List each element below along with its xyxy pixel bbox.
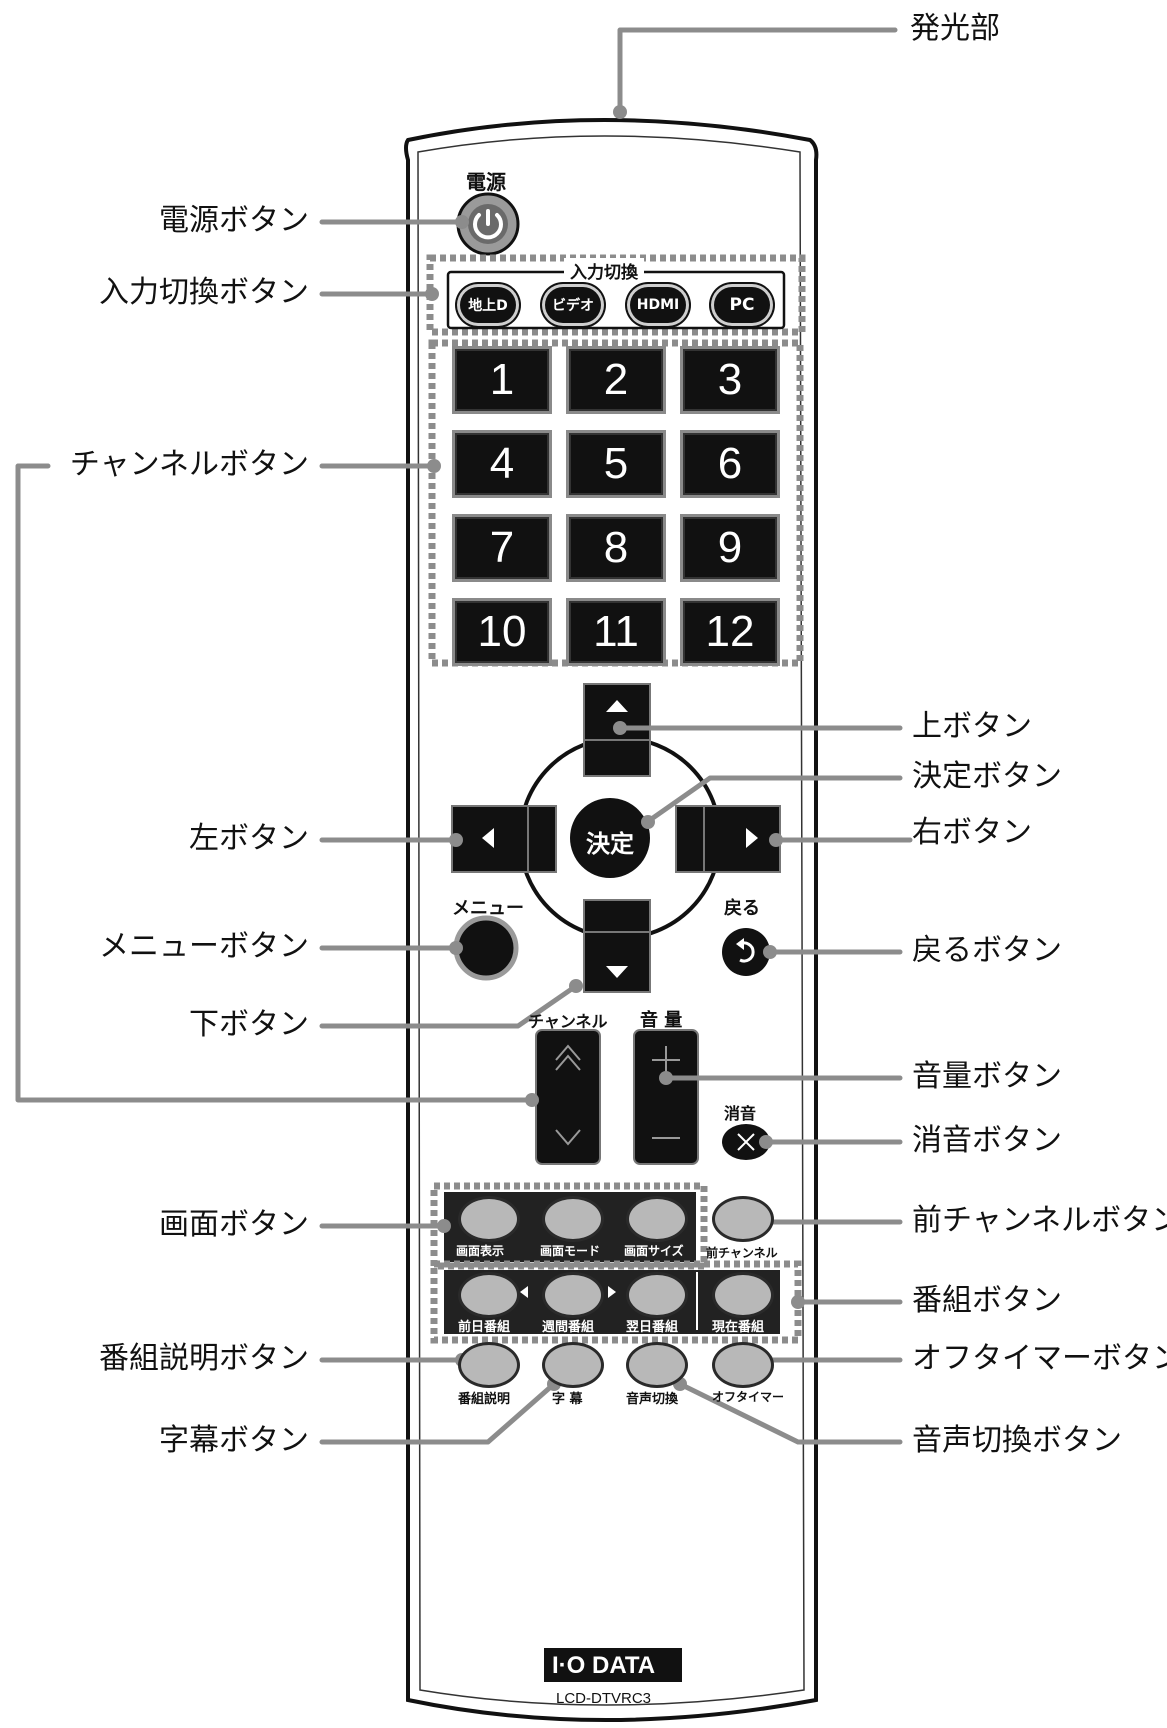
down-button	[583, 899, 651, 993]
callout-emitter: 発光部	[910, 11, 1000, 46]
input-pc-button[interactable]: PC	[714, 287, 770, 323]
callout-program: 番組ボタン	[912, 1283, 1062, 1318]
callout-offtimer: オフタイマーボタン	[912, 1341, 1167, 1376]
offtimer-label: オフタイマー	[712, 1390, 785, 1404]
prev-channel-button[interactable]	[712, 1196, 774, 1242]
model-text: LCD-DTVRC3	[556, 1690, 652, 1707]
callout-right: 右ボタン	[912, 815, 1032, 850]
channel-label: チャンネル	[528, 1012, 608, 1031]
left-button	[451, 805, 557, 873]
number-9-button[interactable]: 9	[680, 514, 780, 582]
callout-left: 左ボタン	[189, 821, 309, 856]
input-group-label: 入力切換	[564, 258, 644, 283]
current-program-label: 現在番組	[712, 1320, 765, 1335]
callout-enter: 決定ボタン	[912, 759, 1062, 794]
number-2-button[interactable]: 2	[566, 346, 666, 414]
number-11-button[interactable]: 11	[566, 598, 666, 666]
screen-size-button[interactable]	[626, 1196, 688, 1242]
input-hdmi-button[interactable]: HDMI	[630, 287, 686, 323]
callout-up: 上ボタン	[912, 709, 1032, 744]
callout-down: 下ボタン	[189, 1007, 309, 1042]
enter-label[interactable]: 決定	[586, 830, 634, 858]
number-12-button[interactable]: 12	[680, 598, 780, 666]
back-label: 戻る	[724, 898, 760, 919]
screen-mode-button[interactable]	[542, 1196, 604, 1242]
callout-mute: 消音ボタン	[912, 1123, 1062, 1158]
number-8-button[interactable]: 8	[566, 514, 666, 582]
number-5-button[interactable]: 5	[566, 430, 666, 498]
program-info-label: 番組説明	[458, 1392, 511, 1407]
prev-day-program-button[interactable]	[458, 1272, 520, 1318]
callout-back: 戻るボタン	[912, 933, 1062, 968]
volume-rocker	[633, 1029, 699, 1165]
back-button	[722, 928, 770, 976]
prev-channel-label: 前チャンネル	[706, 1246, 778, 1260]
prev-day-program-label: 前日番組	[458, 1320, 511, 1335]
next-day-program-button[interactable]	[626, 1272, 688, 1318]
offtimer-button[interactable]	[712, 1342, 774, 1388]
number-7-button[interactable]: 7	[452, 514, 552, 582]
leader-lines	[15, 27, 913, 1445]
subtitle-label: 字 幕	[552, 1392, 583, 1407]
menu-button	[453, 915, 519, 981]
screen-display-label: 画面表示	[456, 1244, 505, 1258]
input-terrestrial-button[interactable]: 地上D	[460, 287, 516, 323]
callout-power: 電源ボタン	[159, 203, 309, 238]
callout-input: 入力切換ボタン	[99, 275, 309, 310]
brand-logo	[544, 1648, 682, 1682]
audio-switch-label: 音声切換	[626, 1392, 679, 1407]
number-1-button[interactable]: 1	[452, 346, 552, 414]
audio-switch-button[interactable]	[626, 1342, 688, 1388]
brand-text: I·O DATA	[552, 1652, 656, 1679]
subtitle-button[interactable]	[542, 1342, 604, 1388]
right-button	[675, 805, 781, 873]
current-program-button[interactable]	[712, 1272, 774, 1318]
callout-program-info: 番組説明ボタン	[99, 1341, 309, 1376]
number-4-button[interactable]: 4	[452, 430, 552, 498]
weekly-program-button[interactable]	[542, 1272, 604, 1318]
next-day-program-label: 翌日番組	[626, 1320, 679, 1335]
enter-button	[570, 798, 650, 878]
number-10-button[interactable]: 10	[452, 598, 552, 666]
callout-audio: 音声切換ボタン	[912, 1423, 1122, 1458]
number-3-button[interactable]: 3	[680, 346, 780, 414]
program-info-button[interactable]	[458, 1342, 520, 1388]
callout-prev-channel: 前チャンネルボタン	[912, 1203, 1167, 1238]
power-label: 電源	[466, 170, 506, 194]
callout-volume: 音量ボタン	[912, 1059, 1062, 1094]
screen-display-button[interactable]	[458, 1196, 520, 1242]
mute-label: 消音	[724, 1104, 757, 1123]
callout-subtitle: 字幕ボタン	[159, 1423, 309, 1458]
screen-size-label: 画面サイズ	[624, 1244, 684, 1258]
number-6-button[interactable]: 6	[680, 430, 780, 498]
input-video-button[interactable]: ビデオ	[545, 287, 601, 323]
volume-label: 音 量	[640, 1010, 683, 1031]
menu-label: メニュー	[452, 898, 524, 919]
callout-menu: メニューボタン	[99, 929, 309, 964]
screen-mode-label: 画面モード	[540, 1244, 601, 1258]
callout-screen: 画面ボタン	[159, 1207, 309, 1242]
weekly-program-label: 週間番組	[542, 1320, 595, 1335]
callout-channel: チャンネルボタン	[69, 447, 309, 482]
